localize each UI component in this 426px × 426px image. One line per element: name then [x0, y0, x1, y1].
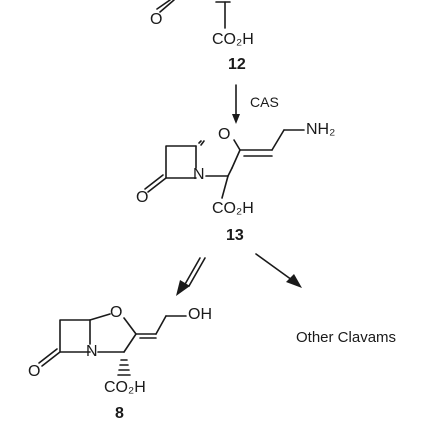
compound-13-bonds	[144, 129, 305, 199]
arrow-to-others-shaft	[255, 253, 293, 281]
arrow-to-others-head	[286, 274, 302, 288]
compound-8-number: 8	[115, 405, 124, 422]
compound-13-ketone-oxygen: O	[136, 189, 149, 206]
arrow-to-8-shaft	[183, 257, 201, 287]
compound-13-carboxyl: CO₂H	[212, 200, 254, 217]
compound-8-nitrogen: N	[86, 343, 98, 360]
cas-enzyme-label: CAS	[250, 94, 279, 110]
compound-12-ketone-oxygen: O	[150, 11, 163, 28]
other-clavams-label: Other Clavams	[296, 329, 397, 346]
compound-8-carboxyl: CO₂H	[104, 379, 146, 396]
compound-13-ring-oxygen: O	[218, 126, 231, 143]
compound-12-carboxyl: CO₂H	[212, 31, 254, 48]
compound-13-number: 13	[226, 227, 244, 244]
compound-8-ring-oxygen: O	[110, 304, 123, 321]
cas-arrow-head	[232, 114, 240, 124]
compound-12-bonds	[156, 0, 231, 29]
compound-8-hydroxyl: OH	[188, 306, 212, 323]
branch-arrows	[176, 253, 302, 296]
compound-8-bonds	[38, 313, 187, 376]
compound-13-amine: NH₂	[306, 121, 336, 138]
compound-8-ketone-oxygen: O	[28, 363, 41, 380]
arrow-to-8-head	[176, 280, 190, 296]
compound-13-nitrogen: N	[193, 166, 205, 183]
compound-12-number: 12	[228, 56, 246, 73]
